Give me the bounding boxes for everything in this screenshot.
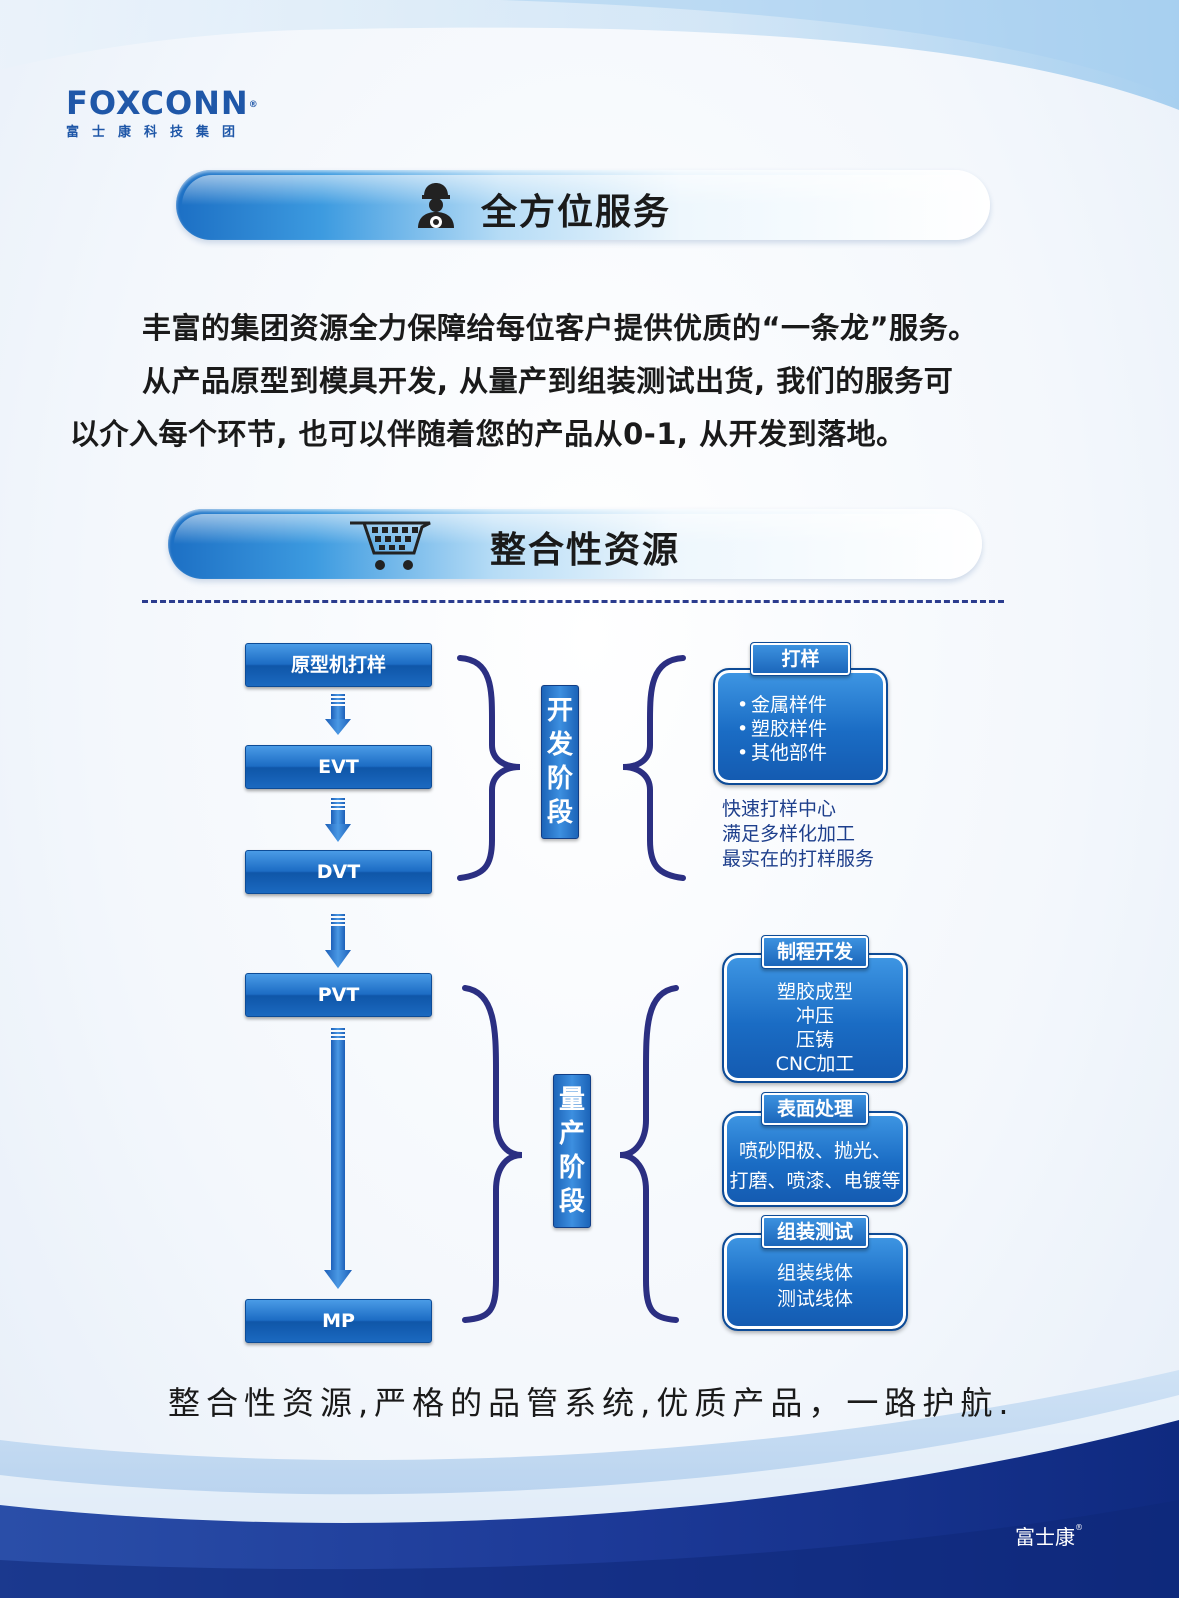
arrow-2	[325, 798, 351, 842]
foxconn-logo: FOXCONN® 富士康科技集团	[66, 86, 259, 140]
sampling-item: •金属样件	[737, 694, 828, 716]
sampling-card: •金属样件 •塑胶样件 •其他部件	[713, 668, 888, 785]
intro-line-2: 从产品原型到模具开发, 从量产到组装测试出货, 我们的服务可	[142, 364, 954, 398]
intro-paragraph: 丰富的集团资源全力保障给每位客户提供优质的“一条龙”服务。 从产品原型到模具开发…	[70, 302, 1120, 461]
registered-mark: ®	[248, 100, 259, 110]
corner-brand-mark: 富士康®	[1015, 1523, 1083, 1549]
intro-line-3: 以介入每个环节, 也可以伴随着您的产品从0-1, 从开发到落地。	[70, 417, 906, 451]
assembly-card: 组装线体 测试线体	[722, 1233, 908, 1331]
logo-wordmark: FOXCONN	[66, 84, 249, 122]
stage-evt: EVT	[245, 745, 432, 789]
process-item: 塑胶成型	[776, 981, 853, 1003]
surface-item: 喷砂阳极、抛光、	[738, 1140, 891, 1162]
surface-card: 喷砂阳极、抛光、 打磨、喷漆、电镀等	[722, 1111, 908, 1207]
phase-development-label: 开 发 阶 段	[541, 685, 579, 839]
brace-prod-right	[619, 985, 679, 1323]
sampling-item: •塑胶样件	[737, 718, 828, 740]
engineer-gear-icon	[418, 183, 454, 228]
stage-prototype-sampling: 原型机打样	[245, 643, 432, 687]
brace-prod-left	[462, 985, 523, 1323]
assembly-item: 组装线体	[776, 1262, 853, 1284]
arrow-4	[324, 1028, 352, 1289]
slogan: 整合性资源,严格的品管系统,优质产品，一路护航.	[168, 1384, 1015, 1422]
brace-dev-right	[622, 655, 686, 881]
process-item: CNC加工	[775, 1053, 855, 1075]
assembly-card-tag: 组装测试	[761, 1215, 869, 1249]
process-card-tag: 制程开发	[761, 935, 869, 969]
stage-pvt: PVT	[245, 973, 432, 1017]
section-title-resources: 整合性资源	[490, 530, 681, 571]
surface-item: 打磨、喷漆、电镀等	[729, 1170, 901, 1192]
sampling-note: 快速打样中心 满足多样化加工 最实在的打样服务	[722, 798, 875, 870]
section-banner-resources: 整合性资源	[168, 509, 982, 579]
sampling-item: •其他部件	[737, 742, 828, 764]
intro-line-1: 丰富的集团资源全力保障给每位客户提供优质的“一条龙”服务。	[142, 311, 978, 345]
process-item: 冲压	[795, 1005, 834, 1027]
stage-mp: MP	[245, 1299, 432, 1343]
dashed-divider	[142, 600, 1004, 603]
arrow-3	[325, 914, 351, 968]
process-card: 塑胶成型 冲压 压铸 CNC加工	[722, 953, 908, 1083]
sampling-card-tag: 打样	[750, 642, 851, 676]
assembly-item: 测试线体	[776, 1288, 853, 1310]
brace-dev-left	[457, 655, 521, 881]
surface-card-tag: 表面处理	[761, 1092, 869, 1126]
stage-dvt: DVT	[245, 850, 432, 894]
section-title-service: 全方位服务	[481, 192, 672, 233]
process-item: 压铸	[795, 1029, 834, 1051]
shopping-cart-icon	[350, 521, 431, 570]
arrow-1	[325, 694, 351, 735]
logo-subtitle: 富士康科技集团	[66, 125, 249, 140]
phase-production-label: 量 产 阶 段	[553, 1074, 591, 1228]
section-banner-service: 全方位服务	[176, 170, 990, 240]
